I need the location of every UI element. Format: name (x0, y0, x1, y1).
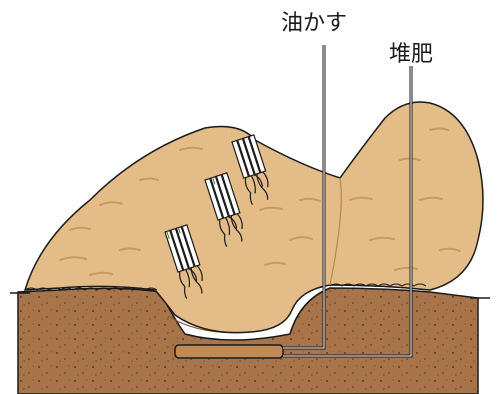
fertilizer-layer (174, 344, 284, 359)
oil-cake-leader-line-inner (283, 45, 325, 349)
green-onion-seedling-icon (231, 134, 269, 206)
oil-cake-label: 油かす (281, 11, 348, 36)
green-onion-seedling-icon (164, 224, 203, 299)
compost-label: 堆肥 (389, 42, 434, 67)
compost-leader-line-inner (283, 66, 412, 357)
soil-block (10, 287, 490, 394)
green-onion-seedling-icon (204, 172, 243, 247)
